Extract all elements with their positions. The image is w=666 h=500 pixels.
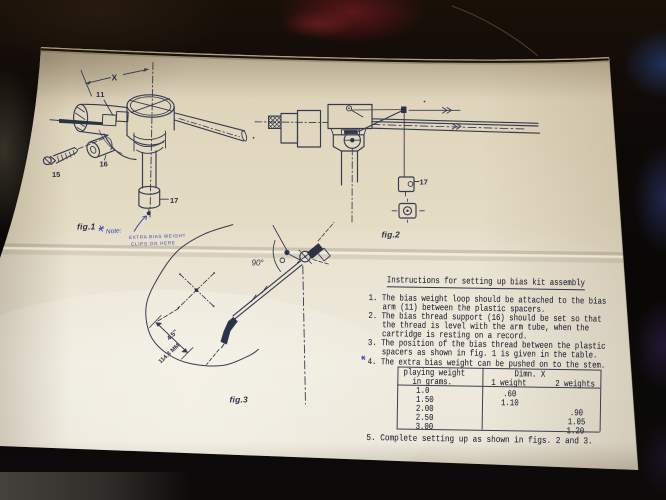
svg-text:fig.2: fig.2 — [382, 230, 401, 240]
svg-text:fig.1: fig.1 — [77, 222, 96, 232]
svg-text:16: 16 — [100, 160, 108, 169]
svg-text:90°: 90° — [252, 259, 265, 268]
svg-text:fig.3: fig.3 — [230, 395, 249, 405]
svg-text:11: 11 — [96, 90, 105, 99]
svg-text:17: 17 — [420, 178, 428, 187]
svg-text:X: X — [112, 73, 118, 83]
svg-text:17: 17 — [170, 196, 178, 205]
svg-text:15: 15 — [52, 170, 60, 179]
